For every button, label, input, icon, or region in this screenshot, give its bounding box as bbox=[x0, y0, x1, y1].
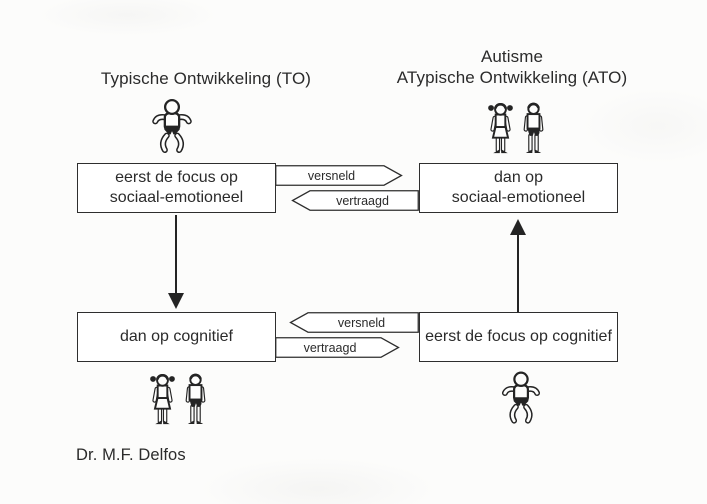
box-text-line: sociaal-emotioneel bbox=[451, 189, 586, 206]
versneld-arrow-top: versneld bbox=[275, 165, 403, 186]
to-cognitive-box: dan op cognitief bbox=[77, 312, 276, 362]
ato-title-line2: ATypische Ontwikkeling (ATO) bbox=[396, 68, 628, 87]
children-icons bbox=[487, 102, 546, 156]
right-arrow-banner-shape bbox=[275, 337, 400, 358]
down-arrow-icon bbox=[168, 215, 184, 309]
ato-title: Autisme ATypische Ontwikkeling (ATO) bbox=[392, 46, 632, 88]
to-title: Typische Ontwikkeling (TO) bbox=[100, 69, 312, 88]
girl-icon bbox=[488, 102, 513, 154]
box-text-line: sociaal-emotioneel bbox=[109, 189, 244, 206]
girl-icon bbox=[150, 373, 175, 425]
boy-icon bbox=[185, 373, 206, 425]
vertraagd-arrow-bottom: vertraagd bbox=[275, 337, 400, 358]
box-text-line: dan op bbox=[494, 169, 543, 186]
arrow-label: vertraagd bbox=[336, 193, 389, 208]
baby-icon bbox=[152, 98, 192, 154]
left-arrow-banner-shape bbox=[291, 190, 419, 211]
ato-cognitive-box: eerst de focus op cognitief bbox=[419, 312, 618, 362]
to-social-emotional-box: eerst de focus op sociaal-emotioneel bbox=[77, 163, 276, 213]
ato-title-line1: Autisme bbox=[480, 47, 544, 66]
arrow-label: versneld bbox=[307, 168, 356, 183]
right-arrow-banner-shape bbox=[275, 165, 403, 186]
boy-icon bbox=[523, 102, 544, 154]
ato-social-emotional-box: dan op sociaal-emotioneel bbox=[419, 163, 618, 213]
children-icons bbox=[149, 373, 208, 427]
up-arrow-icon bbox=[510, 219, 526, 312]
box-text-line: eerst de focus op bbox=[115, 169, 238, 186]
left-arrow-banner-shape bbox=[289, 312, 419, 333]
versneld-arrow-bottom: versneld bbox=[289, 312, 419, 333]
box-text-line: eerst de focus op cognitief bbox=[425, 328, 612, 345]
author-credit: Dr. M.F. Delfos bbox=[76, 446, 186, 464]
vertraagd-arrow-top: vertraagd bbox=[291, 190, 419, 211]
arrow-label: vertraagd bbox=[303, 340, 357, 355]
baby-icon bbox=[501, 371, 541, 424]
box-text-line: dan op cognitief bbox=[120, 328, 233, 345]
arrow-label: versneld bbox=[337, 315, 386, 330]
